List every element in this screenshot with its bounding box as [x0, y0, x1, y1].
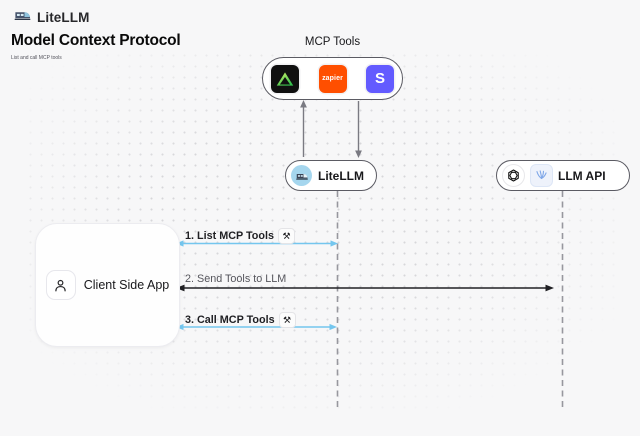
brand: LiteLLM — [13, 8, 89, 27]
message-2-label: 2. Send Tools to LLM — [185, 273, 286, 285]
page-title: Model Context Protocol — [11, 32, 181, 49]
litellm-logo-icon — [13, 8, 32, 27]
openai-icon — [502, 164, 525, 187]
stripe-icon: S — [366, 64, 394, 93]
arrow-up-head — [300, 100, 307, 108]
message-3-label: 3. Call MCP Tools ⚒ — [185, 312, 296, 328]
litellm-train-icon — [291, 165, 312, 186]
litellm-node-label: LiteLLM — [318, 168, 364, 183]
user-icon — [45, 270, 76, 300]
message-3-right-head — [329, 323, 337, 331]
client-side-app-node: Client Side App — [35, 223, 180, 347]
client-node-label: Client Side App — [83, 278, 170, 292]
message-1-right-head — [330, 240, 338, 247]
message-2-right-head — [545, 284, 554, 292]
message-1-text: 1. List MCP Tools — [185, 230, 274, 242]
stripe-icon-text: S — [374, 70, 385, 87]
llm-provider-icon — [530, 164, 553, 187]
arrow-down-head — [355, 150, 362, 158]
tools-icon: ⚒ — [278, 228, 295, 244]
mcp-tools-box: zapier S — [262, 57, 403, 100]
mcp-tools-label: MCP Tools — [304, 36, 361, 48]
llm-api-node: LLM API — [496, 160, 630, 191]
message-1-label: 1. List MCP Tools ⚒ — [185, 228, 295, 244]
message-2-text: 2. Send Tools to LLM — [185, 272, 287, 285]
litellm-node: LiteLLM — [285, 160, 377, 191]
llm-api-node-label: LLM API — [558, 168, 606, 183]
zapier-icon: zapier — [318, 64, 347, 93]
zapier-icon-text: zapier — [322, 75, 343, 82]
brand-name: LiteLLM — [37, 10, 90, 25]
tools-icon: ⚒ — [278, 312, 296, 328]
page-subtitle: List and call MCP tools — [11, 55, 62, 61]
message-3-text: 3. Call MCP Tools — [185, 314, 275, 326]
triangle-tool-icon — [271, 64, 299, 93]
